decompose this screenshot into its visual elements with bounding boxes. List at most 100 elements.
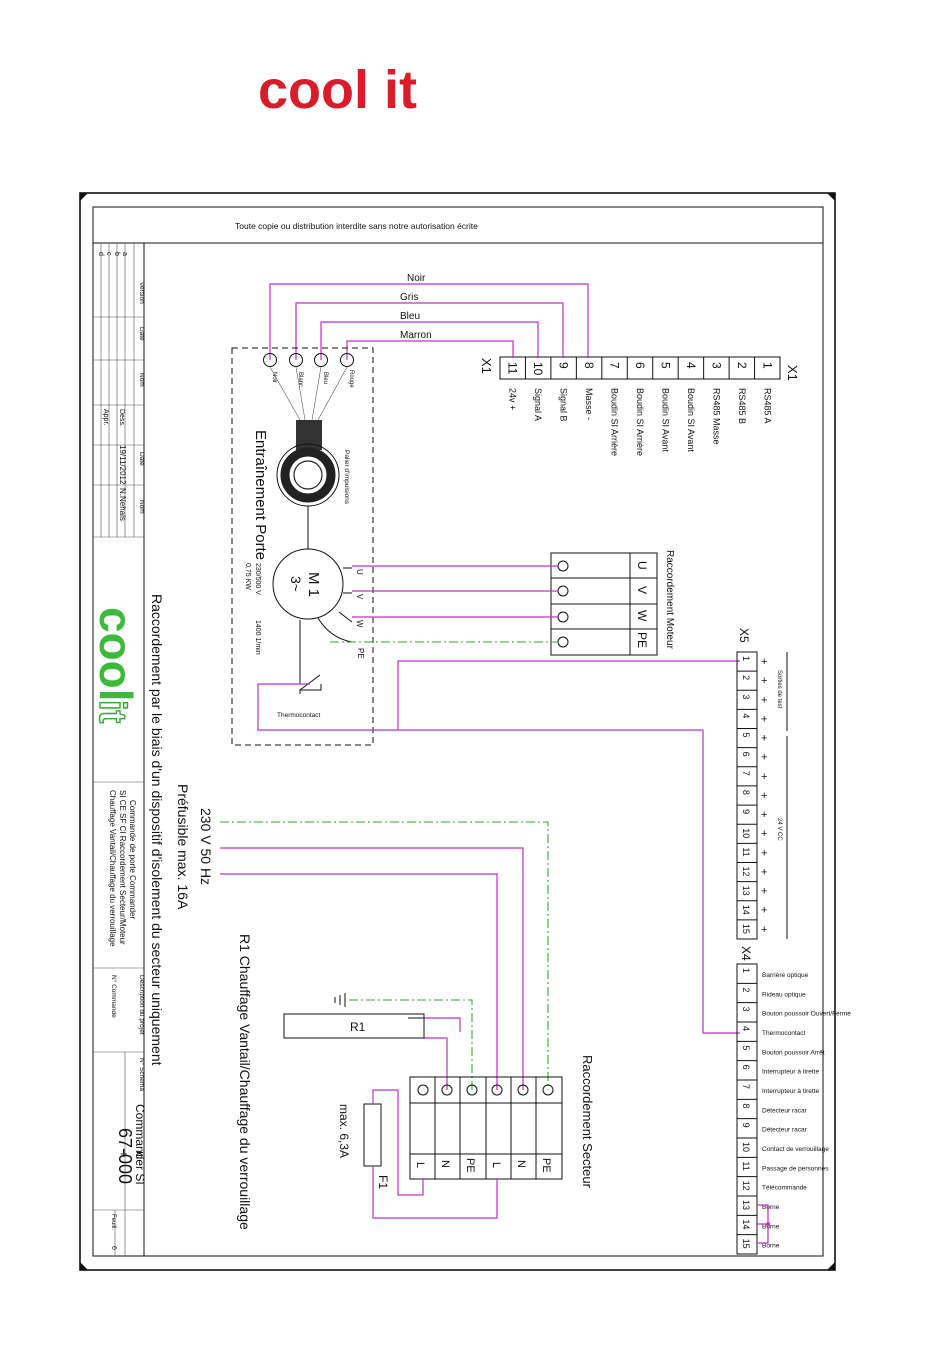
x5-sign: + — [761, 866, 767, 878]
svg-text:Bleu: Bleu — [400, 311, 420, 322]
svg-text:PE: PE — [540, 1158, 552, 1173]
svg-text:cool: cool — [90, 607, 142, 702]
x1-terminal-desc: 24v + — [508, 388, 518, 410]
copy-notice: Toute copie ou distribution interdite sa… — [235, 221, 478, 231]
x4-terminal-desc: Bouton poussoir Arrêt — [762, 1049, 825, 1056]
note-r1: R1 Chauffage Vantail/Chauffage du verrou… — [237, 934, 253, 1230]
x1-terminal-number: 3 — [709, 362, 723, 369]
x5-sign: + — [761, 847, 767, 859]
svg-text:N: N — [439, 1160, 451, 1168]
svg-text:Palier d'impulsions: Palier d'impulsions — [343, 450, 350, 505]
col-nom: Nom — [138, 373, 145, 387]
x5-terminal-number: 8 — [741, 790, 751, 795]
x1-terminal-number: 5 — [658, 362, 672, 369]
x1-terminal-number: 1 — [760, 362, 774, 369]
title-block — [93, 243, 145, 1256]
svg-text:Bleu: Bleu — [322, 372, 328, 384]
ncommande-label: N° Commande — [110, 975, 118, 1018]
svg-text:R1: R1 — [350, 1020, 366, 1034]
sheet-inner-border — [92, 206, 824, 1257]
encoder-pins: Noir Blanc Bleu Rouge — [263, 353, 354, 421]
x1-terminal-number: 4 — [684, 362, 698, 369]
schema-number: 67-000 — [115, 1128, 135, 1184]
desc-line-3: Chauffage Vantail/Chauffage du verrouill… — [108, 790, 117, 947]
x4-terminal-desc: Détecteur racar — [762, 1127, 808, 1134]
x1-terminal-number: 7 — [608, 362, 622, 369]
sheet-outer-border — [79, 192, 836, 1271]
page-sym: + — [120, 1146, 128, 1161]
motor-m1: M 1 3~ 230/500 V 0,75 KW 1400 1/min U V … — [244, 548, 365, 659]
x4-terminal-desc: Interrupteur à tirette — [762, 1088, 819, 1095]
svg-text:U: U — [635, 561, 649, 570]
svg-text:Thermocontact: Thermocontact — [277, 712, 321, 719]
x4-terminal-number: 6 — [741, 1065, 751, 1070]
x1-terminal-desc: RS485 Masse — [711, 388, 721, 445]
motor-connection: U V W PE Raccordement Moteur — [330, 550, 675, 656]
x5-terminal-number: 11 — [741, 847, 751, 856]
svg-text:3~: 3~ — [288, 576, 304, 592]
drive-dashed-box — [231, 347, 374, 746]
svg-text:Blanc: Blanc — [297, 372, 303, 387]
x5-terminal-number: 10 — [741, 828, 751, 838]
x4-terminal-number: 7 — [741, 1084, 751, 1089]
x4-terminal-desc: Bouton poussoir Ouvert/Fermé — [762, 1011, 851, 1018]
mains-wiring: R1 — [220, 821, 549, 1090]
note-voltage: 230 V 50 Hz — [198, 808, 214, 885]
svg-text:M 1: M 1 — [305, 572, 322, 597]
x1-terminal-desc: Signal B — [559, 388, 569, 422]
svg-text:X5: X5 — [737, 628, 751, 643]
drive-title: Entraînement Porte — [252, 430, 269, 560]
x4-terminal-desc: Contact de verrouillage — [762, 1146, 829, 1153]
svg-text:X1: X1 — [785, 365, 800, 381]
x5-sign: + — [761, 771, 767, 783]
desc-line-1: Commande de porte Commander — [128, 800, 137, 920]
x4-terminal-number: 11 — [741, 1161, 751, 1170]
svg-text:c: c — [105, 252, 112, 256]
x4-terminal-desc: Interrupteur à tirette — [762, 1069, 819, 1076]
x4-terminal-desc: Borne — [762, 1204, 780, 1211]
svg-text:Noir: Noir — [271, 372, 277, 383]
svg-text:Raccordement Secteur: Raccordement Secteur — [580, 1055, 595, 1189]
svg-text:X4: X4 — [739, 946, 753, 961]
svg-text:X1: X1 — [479, 358, 494, 374]
svg-text:Marron: Marron — [400, 330, 432, 341]
date-label: Date — [138, 452, 145, 466]
appr-label: Appr. — [102, 409, 109, 425]
x4-terminal-number: 8 — [741, 1103, 751, 1108]
svg-text:V: V — [635, 586, 649, 594]
x4-terminal-number: 3 — [741, 1007, 751, 1012]
x5-terminal-number: 13 — [741, 886, 751, 896]
svg-text:Sorties de test: Sorties de test — [776, 670, 782, 709]
x1-terminal-number: 11 — [506, 362, 520, 375]
x1-terminal-desc: Masse - — [584, 388, 594, 420]
svg-text:a: a — [121, 252, 128, 256]
x4-terminal-number: 14 — [741, 1219, 751, 1229]
feuillet-label: Feuill. — [110, 1214, 116, 1230]
svg-text:W: W — [355, 620, 364, 628]
thermo-wire-x4 — [257, 683, 740, 1034]
x4-terminal-number: 5 — [741, 1045, 751, 1050]
x5-sign: + — [761, 675, 767, 687]
x1-terminal-desc: RS485 A — [762, 388, 772, 424]
x4-terminal-desc: Détecteur racar — [762, 1107, 808, 1114]
svg-text:0,75 KW: 0,75 KW — [244, 563, 251, 590]
x5-terminal-number: 2 — [741, 675, 751, 680]
x4-terminal-number: 4 — [741, 1026, 751, 1031]
x1-terminal-number: 2 — [735, 362, 749, 369]
x4-terminal-number: 10 — [741, 1142, 751, 1152]
note-prefuse: Préfusible max. 16A — [175, 784, 191, 910]
x4-terminal-number: 2 — [741, 987, 751, 992]
x5-sign: + — [761, 809, 767, 821]
x4-terminal-desc: Télécommande — [762, 1185, 807, 1192]
x5-sign: + — [761, 905, 767, 917]
svg-text:L: L — [490, 1162, 502, 1168]
svg-text:Gris: Gris — [400, 292, 418, 303]
svg-text:d: d — [97, 252, 104, 256]
x1-terminal-desc: Boudin SI Avant — [686, 388, 696, 452]
desc-line-2: SI CE SF CI Raccordement Secteur/Moteur — [118, 790, 127, 945]
x1-terminal-desc: RS485 B — [737, 388, 747, 424]
x4-terminal-number: 15 — [741, 1239, 751, 1249]
fuse-f1: max. 6,3A F1 — [337, 1089, 498, 1219]
